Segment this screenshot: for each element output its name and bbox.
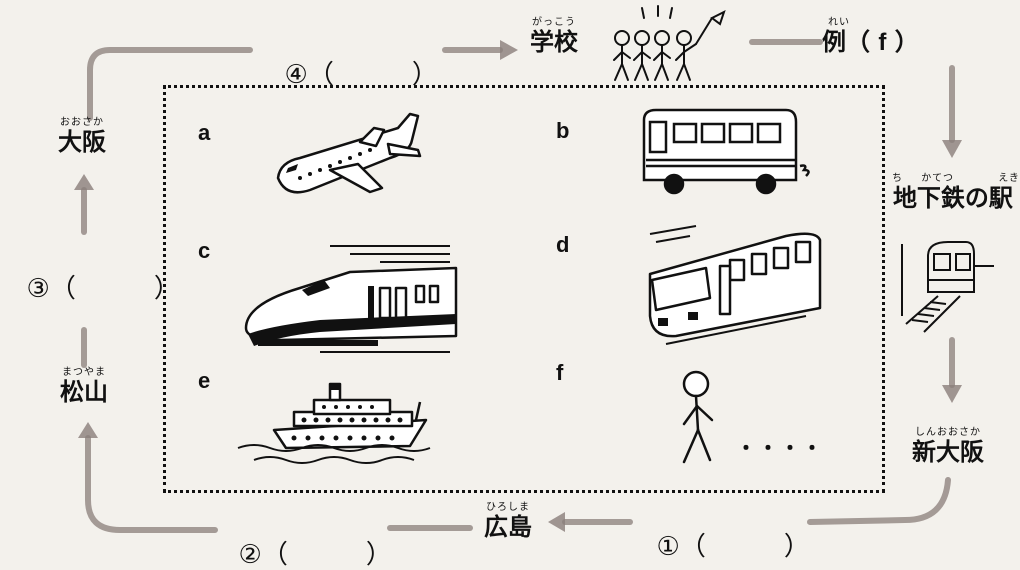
place-osaka: おおさか 大阪 [58,117,106,156]
students-walking-icon [613,5,726,81]
example-label: 例 [822,28,846,56]
vehicle-options-box [163,85,885,493]
bus-icon [642,108,810,195]
ship-icon [237,382,431,464]
place-subway-station: ち かてつ えき 地下鉄の駅 [892,173,1020,212]
shinkansen-icon [244,245,458,353]
option-letter-b: b [556,118,570,143]
place-matsuyama: まつやま 松山 [60,367,108,406]
place-hiroshima: ひろしま 広島 [484,502,532,541]
ellipsis-dots: ・・・・ [736,436,824,460]
example-letter: f [878,29,887,56]
place-school: がっこう 学校 [530,17,578,56]
option-letter-e: e [198,368,211,393]
place-shin-osaka: しんおおさか 新大阪 [912,427,984,466]
answer-blank-4[interactable]: ④（ ） [284,60,438,90]
answer-blank-3[interactable]: ③（ ） [26,274,180,304]
option-letter-d: d [556,232,570,257]
walking-person-icon [682,370,714,464]
answer-blank-2[interactable]: ②（ ） [238,540,392,570]
train-icon [648,225,822,345]
option-letter-a: a [198,120,211,145]
answer-blank-1[interactable]: ①（ ） [656,532,810,562]
airplane-icon [276,112,422,194]
example-answer: れい 例（ f ） [822,17,919,56]
route-path [74,39,962,533]
subway-station-icon [901,241,994,333]
option-letter-f: f [556,360,564,385]
option-letter-c: c [198,238,211,263]
